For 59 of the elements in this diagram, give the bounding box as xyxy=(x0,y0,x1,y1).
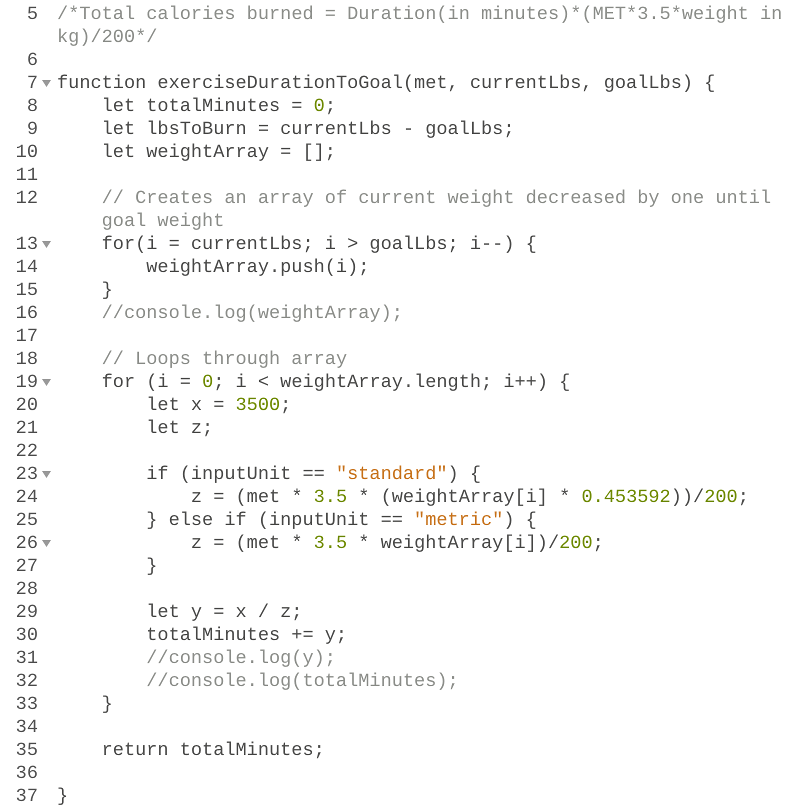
code-line: z = (met * 3.5 * weightArray[i])/200; xyxy=(190,532,605,555)
line-number: 29 xyxy=(14,601,38,624)
code-line: for (i = 0; i < weightArray.length; i++) { xyxy=(100,371,572,394)
code-line: //console.log(weightArray); xyxy=(100,302,404,325)
code-line: // Creates an array of current weight decreased by one until goal weight xyxy=(100,187,772,233)
code-line: } xyxy=(100,279,114,302)
line-number: 25 xyxy=(14,509,38,532)
code-line: weightArray.push(i); xyxy=(145,256,370,279)
line-number: 21 xyxy=(14,417,38,440)
code-line: let weightArray = []; xyxy=(100,141,337,164)
line-number: 19 xyxy=(14,371,38,394)
code-line: } xyxy=(57,785,70,808)
line-number: 35 xyxy=(14,739,38,762)
code-line: let totalMinutes = 0; xyxy=(100,95,337,118)
line-number: 12 xyxy=(14,187,38,211)
code-line: // Loops through array xyxy=(100,348,348,371)
line-number: 28 xyxy=(14,578,38,601)
code-line: } else if (inputUnit == "metric") { xyxy=(145,509,538,532)
code-line: //console.log(totalMinutes); xyxy=(145,670,460,693)
line-number: 9 xyxy=(26,118,38,141)
line-number: 6 xyxy=(26,49,38,72)
code-line: function exerciseDurationToGoal(met, currentLbs, goalLbs) { xyxy=(57,72,716,95)
code-line: let lbsToBurn = currentLbs - goalLbs; xyxy=(100,118,516,141)
line-number: 36 xyxy=(14,762,38,785)
code-line: let x = 3500; xyxy=(145,394,292,417)
line-number: 15 xyxy=(14,279,38,302)
line-number: 26 xyxy=(14,532,38,555)
code-line: //console.log(y); xyxy=(145,647,337,670)
line-number: 10 xyxy=(14,141,38,164)
line-number: 14 xyxy=(14,256,38,279)
code-line: if (inputUnit == "standard") { xyxy=(145,463,482,486)
line-number: 18 xyxy=(14,348,38,371)
line-number: 37 xyxy=(14,785,38,808)
line-number: 22 xyxy=(14,440,38,463)
code-line: } xyxy=(145,555,158,578)
line-number: 34 xyxy=(14,716,38,739)
line-number: 7 xyxy=(26,72,38,95)
code-line: let y = x / z; xyxy=(145,601,304,624)
line-number: 27 xyxy=(14,555,38,578)
line-number: 31 xyxy=(14,647,38,670)
code-line: for(i = currentLbs; i > goalLbs; i--) { xyxy=(100,233,538,256)
line-number: 20 xyxy=(14,394,38,417)
line-number: 11 xyxy=(14,164,38,187)
code-line: } xyxy=(100,693,114,716)
line-number: 23 xyxy=(14,463,38,486)
code-line: return totalMinutes; xyxy=(100,739,326,762)
line-number: 24 xyxy=(14,486,38,509)
code-line: z = (met * 3.5 * (weightArray[i] * 0.453592))/200; xyxy=(190,486,750,509)
code-line: /*Total calories burned = Duration(in minutes)*(MET*3.5*weight in kg)/200*/ xyxy=(57,3,784,49)
line-number: 30 xyxy=(14,624,38,647)
line-number: 16 xyxy=(14,302,38,325)
code-line: totalMinutes += y; xyxy=(145,624,348,647)
code-line: let z; xyxy=(145,417,214,440)
line-number: 8 xyxy=(26,95,38,118)
line-number: 5 xyxy=(26,3,38,27)
line-number: 13 xyxy=(14,233,38,256)
line-number: 32 xyxy=(14,670,38,693)
line-number: 17 xyxy=(14,325,38,348)
line-number: 33 xyxy=(14,693,38,716)
